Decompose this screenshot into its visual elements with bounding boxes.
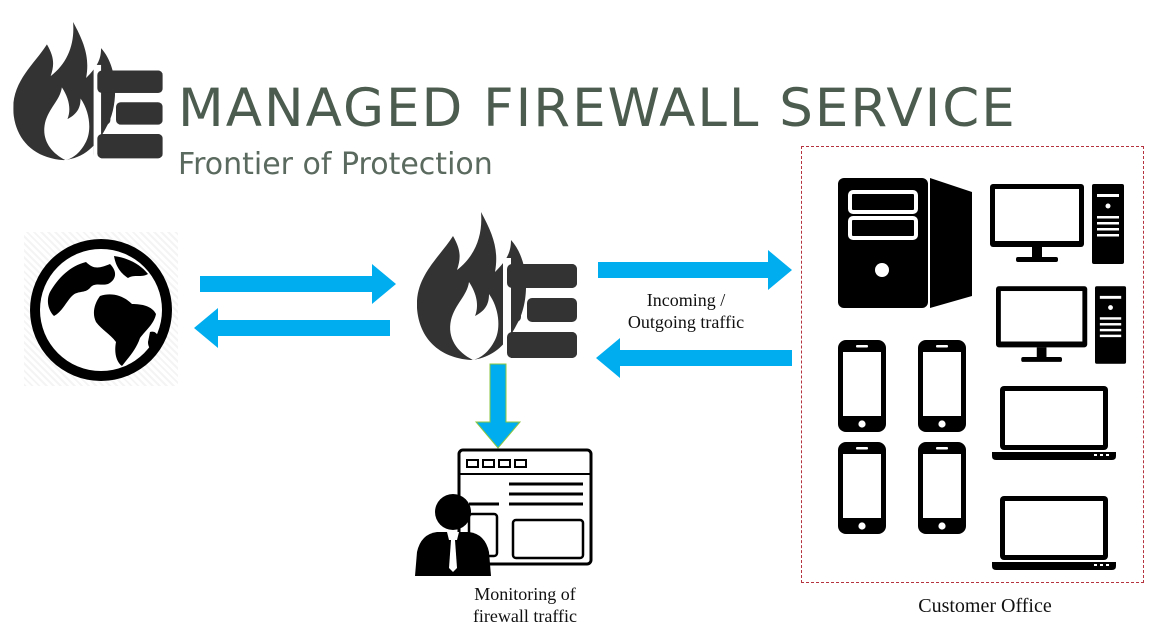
arrow-from-office [596,338,792,378]
laptop-icon [992,386,1116,460]
globe-icon [30,239,172,381]
monitoring-label-line-1: Monitoring of [474,584,576,604]
customer-office-label: Customer Office [918,595,1052,617]
arrow-to-monitoring [474,363,522,449]
desktop-icon [990,184,1126,264]
server-icon [838,178,972,308]
smartphone-icon [838,340,886,432]
page-subtitle: Frontier of Protection [178,147,493,182]
smartphone-icon [918,340,966,432]
desktop-icon [996,286,1128,364]
page-title: MANAGED FIREWALL SERVICE [178,78,1017,139]
arrow-to-firewall [200,264,396,304]
arrow-to-internet [194,308,390,348]
traffic-label-line-1: Incoming / [646,290,726,310]
firewall-icon [414,212,580,362]
monitoring-label-line-2: firewall traffic [472,605,578,626]
laptop-icon [992,496,1116,570]
smartphone-icon [918,442,966,534]
traffic-label-line-2: Outgoing traffic [627,311,745,332]
smartphone-icon [838,442,886,534]
customer-office-box [801,146,1144,583]
traffic-label: Incoming / Outgoing traffic [600,290,772,333]
arrow-to-office [598,250,792,290]
logo-firewall-icon [10,22,166,162]
admin-monitor-icon [415,448,593,576]
monitoring-label: Monitoring of firewall traffic [440,584,610,627]
